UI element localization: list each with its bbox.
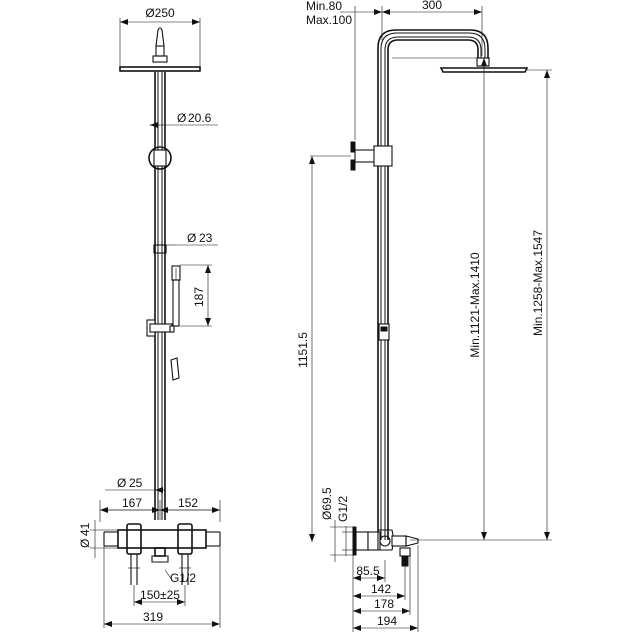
dim-body-diameter: Ø 41 (78, 520, 118, 558)
diameter-symbol: Ø (78, 539, 92, 548)
arm-max-label: Max.100 (306, 13, 352, 27)
depth-3-label: 178 (374, 597, 394, 611)
dim-inlet-thread: G1/2 (164, 569, 196, 585)
depth-4-label: 194 (377, 614, 397, 628)
dim-head-diameter: Ø250 (119, 6, 201, 70)
dim-handshower-diameter: Ø 23 (160, 231, 218, 246)
dim-inlet-spacing: 150±25 (133, 585, 186, 606)
dim-handshower-length: 187 (180, 264, 212, 327)
front-view: Ø250 Ø 20.6 (78, 6, 221, 628)
diameter-symbol: Ø (117, 476, 126, 490)
dim-arm-length: 300 (382, 0, 483, 56)
right-spacing-label: 152 (178, 496, 198, 510)
side-view: Min.80 Max.100 300 (296, 0, 552, 632)
side-diameter-label: Ø69.5 (320, 487, 334, 520)
arm-min-label: Min.80 (306, 0, 342, 13)
mixer-body-side (352, 526, 419, 567)
side-thread-label: G1/2 (336, 496, 350, 522)
handshower-length-label: 187 (192, 287, 206, 307)
dim-height-total: Min.1258-Max.1547 (410, 69, 552, 541)
dim-height-fixed: 1151.5 (296, 156, 315, 542)
depth-1-label: 85.5 (356, 564, 380, 578)
height-fixed-label: 1151.5 (296, 332, 310, 368)
mixer-body-front (103, 523, 221, 585)
inlet-spacing-label: 150±25 (140, 588, 180, 602)
dim-pipe-diameter: Ø 20.6 (150, 111, 218, 128)
shower-head-front (119, 27, 201, 72)
diameter-symbol: Ø (187, 231, 196, 245)
dim-depths: 85.5 142 178 194 (352, 545, 419, 632)
dim-knob-diameter: Ø 25 (105, 476, 165, 493)
riser-pipe-side (377, 29, 489, 540)
pipe-diameter-label: 20.6 (188, 111, 212, 125)
knob-diameter-label: 25 (129, 476, 143, 490)
dim-side-thread: G1/2 (336, 496, 356, 556)
handshower-diameter-label: 23 (199, 231, 213, 245)
overall-width-label: 319 (143, 610, 163, 624)
dim-side-diameter: Ø69.5 (320, 487, 353, 562)
dim-height-column: Min.1121-Max.1410 (392, 57, 490, 540)
dim-overall-width: 319 (103, 546, 221, 628)
height-column-label: Min.1121-Max.1410 (468, 252, 482, 357)
inlet-thread-label: G1/2 (170, 571, 196, 585)
body-diameter-label: 41 (78, 522, 92, 536)
dim-arm-offset: Min.80 Max.100 (306, 0, 383, 140)
left-spacing-label: 167 (122, 496, 142, 510)
pipe-front (153, 72, 167, 520)
depth-2-label: 142 (371, 582, 391, 596)
head-diameter-label: Ø250 (145, 6, 175, 20)
wall-bracket-side (310, 141, 393, 171)
dim-spacing-top: 167 152 (99, 496, 221, 522)
wall-bracket-front (148, 146, 172, 170)
height-total-label: Min.1258-Max.1547 (531, 230, 545, 336)
pipe-clamp-side (378, 323, 390, 341)
arm-length-label: 300 (422, 0, 442, 12)
hand-shower (146, 265, 181, 381)
diameter-symbol: Ø (177, 111, 186, 125)
